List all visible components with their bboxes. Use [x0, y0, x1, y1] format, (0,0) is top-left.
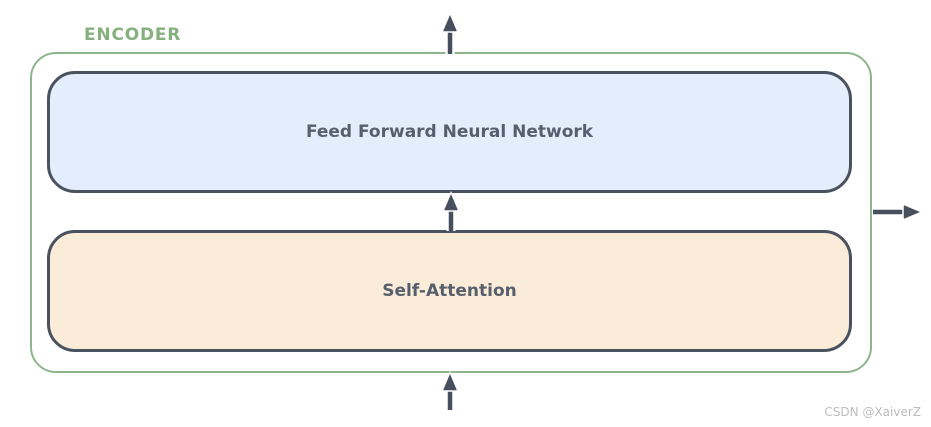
input-arrow-up-icon — [441, 371, 459, 410]
feed-forward-label: Feed Forward Neural Network — [305, 122, 594, 142]
encoder-title: ENCODER — [84, 25, 182, 45]
feed-forward-block: Feed Forward Neural Network — [47, 71, 852, 193]
self-attention-label: Self-Attention — [382, 281, 517, 301]
self-attention-block: Self-Attention — [47, 230, 852, 352]
output-arrow-up-icon — [441, 12, 459, 54]
watermark: CSDN @XaiverZ — [824, 405, 921, 419]
side-output-arrow-right-icon — [873, 203, 923, 221]
